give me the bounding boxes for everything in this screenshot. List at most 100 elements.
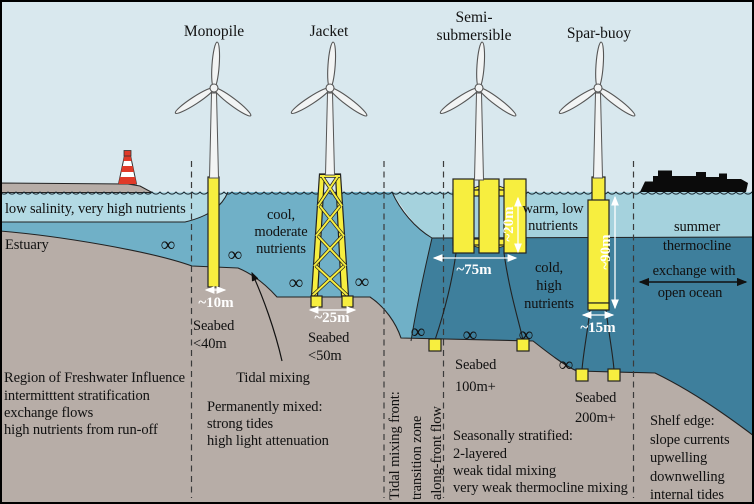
- ship: [640, 170, 748, 192]
- label-monopile: Monopile: [184, 23, 244, 40]
- front-wedge-line: [410, 237, 433, 342]
- low-salinity-layer: [0, 192, 228, 222]
- tidal-mixing-arrow: [251, 271, 283, 362]
- semisub-mooring-right: [503, 252, 524, 341]
- label-warm-2: nutrients: [528, 218, 578, 234]
- hub: [209, 83, 219, 93]
- jacket-foot-right: [341, 295, 354, 308]
- turbine-semisub: [439, 41, 517, 181]
- seabed-100-2: 100m+: [455, 379, 496, 395]
- zone-mixed-2: strong tides: [207, 416, 274, 432]
- seabed-40-2: <40m: [193, 336, 227, 352]
- label-cool-2: moderate: [254, 224, 307, 240]
- monopile-foundation: [207, 176, 220, 288]
- zone-shelf-1: Shelf edge:: [650, 413, 715, 429]
- label-spar: Spar-buoy: [567, 25, 632, 42]
- label-thermocline: thermocline: [663, 238, 731, 254]
- zone-strat-2: 2-layered: [453, 446, 508, 462]
- spar-ballast: [587, 302, 610, 311]
- infinity-symbol: ∞: [228, 244, 242, 266]
- zone-front-3: along-front flow: [429, 406, 445, 500]
- label-warm-1: warm, low: [522, 201, 584, 217]
- turbine-monopile: [174, 41, 252, 179]
- label-exchange-2: open ocean: [658, 285, 723, 301]
- label-cool-1: cool,: [267, 207, 295, 223]
- spar-neck: [591, 176, 606, 202]
- seabed-50-2: <50m: [308, 348, 342, 364]
- zone-strat-3: weak tidal mixing: [453, 463, 556, 479]
- infinity-symbol: ∞: [559, 354, 573, 376]
- front-surface-line: [391, 191, 433, 239]
- seabed: [0, 230, 754, 504]
- anchor-semisub-right: [516, 338, 530, 352]
- label-cold-3: nutrients: [524, 296, 574, 312]
- anchor-spar-right: [607, 368, 621, 382]
- infinity-symbol: ∞: [411, 321, 425, 343]
- depth-monopile: ~10m: [198, 295, 234, 311]
- seabed-50-1: Seabed: [308, 330, 350, 346]
- infinity-symbol: ∞: [463, 324, 477, 346]
- label-semisub-line2: submersible: [437, 27, 512, 44]
- zone-shelf-2: slope currents: [650, 432, 730, 448]
- zone-rofi-4: high nutrients from run-off: [4, 422, 158, 438]
- zone-rofi-3: exchange flows: [4, 405, 94, 421]
- coastal-land: [0, 182, 153, 193]
- label-cold-2: high: [536, 278, 562, 294]
- depth-jacket: ~25m: [314, 310, 350, 326]
- zone-rofi-2: intermitttent stratification: [4, 388, 151, 404]
- zone-front-1: Tidal mixing front:: [387, 391, 403, 500]
- zone-shelf-5: internal tides: [650, 487, 724, 503]
- jacket-braces: [312, 175, 348, 296]
- label-cold-1: cold,: [535, 260, 563, 276]
- semisub-mooring-left: [434, 252, 457, 341]
- label-estuary: Estuary: [5, 237, 49, 253]
- semisub-column-left: [452, 178, 475, 254]
- substructures: [207, 173, 621, 382]
- sea-surface-wave: [0, 191, 754, 195]
- lighthouse-stripe: [118, 177, 137, 184]
- label-jacket: Jacket: [310, 23, 349, 40]
- lighthouse: [117, 150, 138, 185]
- lighthouse-stripe: [118, 166, 137, 172]
- jacket-foot-left: [310, 295, 323, 308]
- depth-spar-draft: ~90m: [598, 234, 614, 270]
- label-summer: summer: [674, 219, 720, 235]
- seabed-100-1: Seabed: [455, 357, 497, 373]
- seabed-200-1: Seabed: [575, 390, 617, 406]
- zone-shelf-3: upwelling: [650, 450, 707, 466]
- zone-front-2: transition zone: [409, 416, 425, 500]
- infinity-symbol: ∞: [355, 271, 369, 293]
- zone-strat-4: very weak thermocline mixing: [453, 480, 628, 496]
- jacket-foundation: [310, 173, 354, 308]
- turbines: [174, 41, 636, 181]
- label-cool-3: nutrients: [256, 241, 306, 257]
- zone-mixed-3: high light attenuation: [207, 433, 330, 449]
- seabed-200-2: 200m+: [575, 410, 616, 426]
- depth-semisub-draft: ~20m: [501, 206, 517, 242]
- anchor-semisub-left: [428, 338, 442, 352]
- turbine-jacket: [290, 41, 368, 176]
- lighthouse-lantern: [123, 150, 132, 157]
- zone-strat-1: Seasonally stratified:: [453, 428, 573, 444]
- zone-mixed-1: Permanently mixed:: [207, 399, 322, 415]
- lighthouse-stripe: [118, 156, 137, 161]
- dimension-arrows: [204, 195, 619, 319]
- infinity-symbol: ∞: [161, 234, 175, 256]
- zone-shelf-4: downwelling: [650, 469, 725, 485]
- zone-rofi-1: Region of Freshwater Influence: [4, 370, 185, 386]
- infinity-symbol: ∞: [519, 324, 533, 346]
- anchor-spar-left: [575, 368, 589, 382]
- infinity-symbol: ∞: [289, 272, 303, 294]
- semisub-column-center: [478, 178, 500, 254]
- depth-semisub-width: ~75m: [456, 262, 492, 278]
- label-exchange-1: exchange with: [653, 263, 737, 279]
- zone-tidal-mixing: Tidal mixing: [236, 370, 310, 386]
- zone-separators: [190, 161, 635, 498]
- turbine-spar: [558, 41, 636, 179]
- seabed-40-1: Seabed: [193, 318, 235, 334]
- depth-spar-width: ~15m: [580, 320, 616, 336]
- spar-foundation: [587, 176, 610, 311]
